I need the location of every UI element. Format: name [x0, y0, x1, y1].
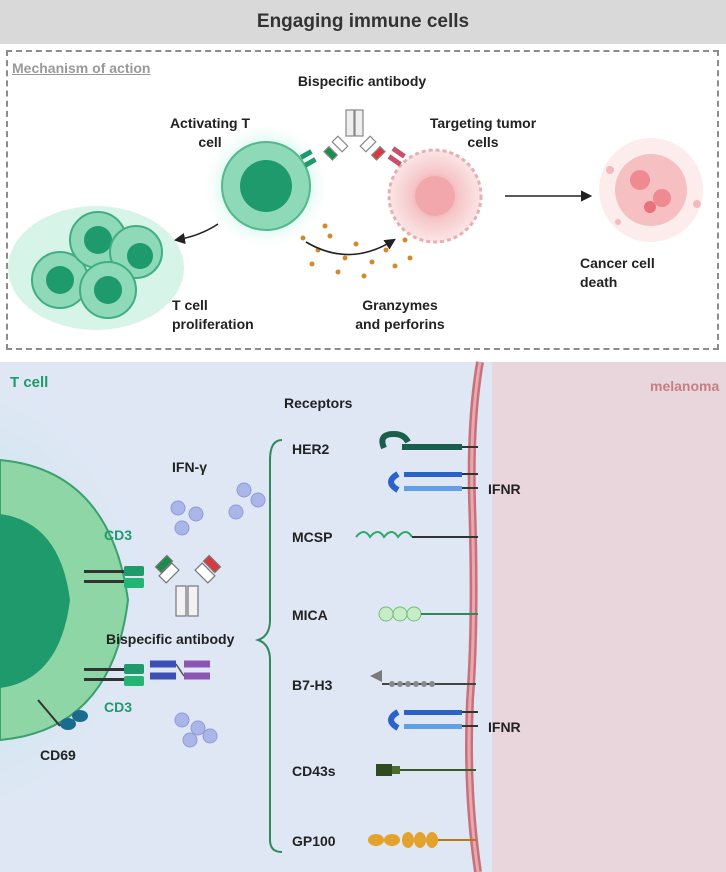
prolif-line-1: T cell: [172, 297, 208, 313]
ifnr-receptor-bottom: [388, 709, 478, 731]
her2-receptor-shape: [379, 430, 478, 450]
receptor-mcsp: MCSP: [292, 529, 333, 545]
activating-line-2: cell: [198, 133, 222, 150]
receptor-gp100: GP100: [292, 833, 336, 849]
cancer-cell-death-label: Cancer cell death: [580, 254, 655, 292]
bispecific-antibody-label: Bispecific antibody: [297, 73, 427, 89]
cd43s-receptor-shape: [376, 764, 476, 776]
cd69-receptor: [37, 699, 88, 730]
receptor-cd43s: CD43s: [292, 763, 336, 779]
bispecific-antibody-label-bottom: Bispecific antibody: [106, 631, 235, 647]
page-title-text: Engaging immune cells: [256, 11, 470, 32]
b7h3-receptor-shape: [370, 670, 476, 687]
granz-line-2: and perforins: [355, 315, 445, 332]
ifn-gamma-molecules: [170, 482, 266, 748]
granzymes-label: Granzymes and perforins: [330, 296, 470, 334]
cancer-line-2: death: [580, 273, 618, 290]
arrow-to-proliferation: [173, 223, 219, 245]
melanoma-label: melanoma: [650, 378, 720, 394]
mica-receptor-shape: [378, 606, 478, 622]
large-t-cell: [0, 400, 190, 800]
cd3-receptor-bottom: [84, 664, 144, 686]
cancer-line-1: Cancer cell: [580, 255, 655, 271]
receptor-bracket: [254, 439, 283, 853]
ifnr-label-top: IFNR: [488, 481, 521, 497]
targeting-tumor-label: Targeting tumor cells: [408, 114, 558, 152]
mechanism-label: Mechanism of action: [12, 60, 151, 76]
bispecific-antibody-large: [154, 554, 222, 617]
cd69-label: CD69: [40, 747, 76, 763]
page-title: Engaging immune cells: [0, 0, 726, 44]
receptors-label: Receptors: [284, 395, 353, 411]
t-cell-label: T cell: [10, 374, 49, 391]
granzyme-dots: [300, 223, 413, 279]
targeting-line-2: cells: [467, 133, 499, 150]
cell-membrane-inner: [467, 361, 482, 872]
cd3-label-top: CD3: [104, 527, 133, 543]
ifn-gamma-label: IFN-γ: [172, 459, 207, 475]
receptor-her2: HER2: [292, 441, 330, 457]
targeting-line-1: Targeting tumor: [429, 115, 537, 131]
ifnr-receptor-top: [388, 471, 478, 493]
tumor-cell: [387, 146, 483, 244]
gp100-receptor-shape: [368, 832, 476, 848]
mcsp-receptor-shape: [355, 531, 478, 539]
ifnr-label-bottom: IFNR: [488, 719, 521, 735]
arrow-granzymes: [305, 238, 396, 256]
activating-t-cell-label: Activating T cell: [150, 114, 270, 152]
receptor-mica: MICA: [292, 607, 328, 623]
bite-construct: [150, 660, 210, 680]
bispecific-antibody-top: [323, 109, 386, 161]
t-cell-proliferation-label: T cell proliferation: [172, 296, 254, 334]
activating-line-1: Activating T: [169, 115, 251, 131]
granz-line-1: Granzymes: [362, 297, 438, 313]
activating-t-cell: [204, 124, 328, 248]
mechanism-panel: [6, 50, 719, 350]
receptor-b7h3: B7-H3: [292, 677, 333, 693]
cd3-label-bottom: CD3: [104, 699, 133, 715]
cd3-receptor-top: [84, 566, 144, 588]
prolif-line-2: proliferation: [172, 315, 254, 332]
dying-cancer-cell: [599, 138, 703, 242]
melanoma-region: [492, 362, 726, 872]
t-cell-cluster: [8, 206, 184, 330]
